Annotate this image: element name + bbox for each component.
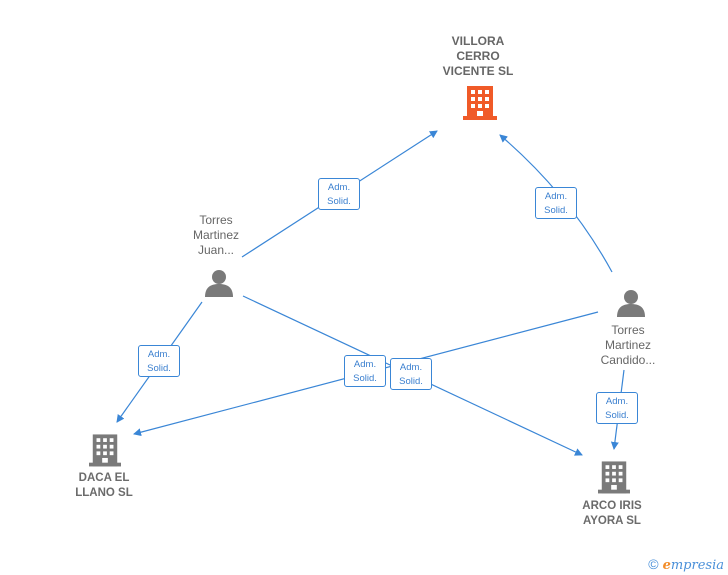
role-text: Adm. [353,359,377,370]
label-line: DACA EL [78,472,130,484]
label-line: Candido... [600,353,656,367]
brand-initial: e [662,558,671,573]
label-line: AYORA SL [583,515,641,527]
role-text: Solid. [399,376,423,387]
role-text: Adm. [147,349,171,360]
company-label-daca[interactable]: DACA EL LLANO SL [54,471,154,501]
label-line: LLANO SL [75,487,133,499]
edge-label-candido-daca[interactable]: Adm. Solid. [344,355,386,387]
role-text: Solid. [353,373,377,384]
person-icon[interactable] [616,288,646,318]
building-icon[interactable] [463,84,497,120]
label-line: CERRO [456,49,500,63]
label-line: VICENTE SL [442,64,514,78]
label-line: Martinez [604,338,651,352]
role-text: Adm. [544,191,568,202]
company-label-arco[interactable]: ARCO IRIS AYORA SL [562,499,662,529]
role-text: Adm. [327,182,351,193]
edge-label-juan-arco[interactable]: Adm. Solid. [390,358,432,390]
label-line: Torres [199,213,233,227]
role-text: Adm. [399,362,423,373]
brand-name: mpresia [670,558,724,573]
role-text: Solid. [605,410,629,421]
edge-label-juan-villora[interactable]: Adm. Solid. [318,178,360,210]
edge-label-juan-daca[interactable]: Adm. Solid. [138,345,180,377]
label-line: ARCO IRIS [582,500,642,512]
person-label-candido[interactable]: Torres Martinez Candido... [578,323,678,368]
person-label-juan[interactable]: Torres Martinez Juan... [166,213,266,258]
role-text: Adm. [605,396,629,407]
label-line: VILLORA [451,34,505,48]
role-text: Solid. [147,363,171,374]
edge-label-candido-villora[interactable]: Adm. Solid. [535,187,577,219]
role-text: Solid. [327,196,351,207]
brand-watermark: ©empresia [648,556,724,573]
edge-label-candido-arco[interactable]: Adm. Solid. [596,392,638,424]
label-line: Torres [611,323,645,337]
role-text: Solid. [544,205,568,216]
copyright-symbol: © [648,556,659,572]
company-label-villora[interactable]: VILLORA CERRO VICENTE SL [420,34,536,79]
label-line: Juan... [197,243,235,257]
building-icon[interactable] [598,459,630,494]
label-line: Martinez [192,228,239,242]
brand-logo: empresia [663,558,724,573]
person-icon[interactable] [204,268,234,298]
building-icon[interactable] [89,432,121,467]
